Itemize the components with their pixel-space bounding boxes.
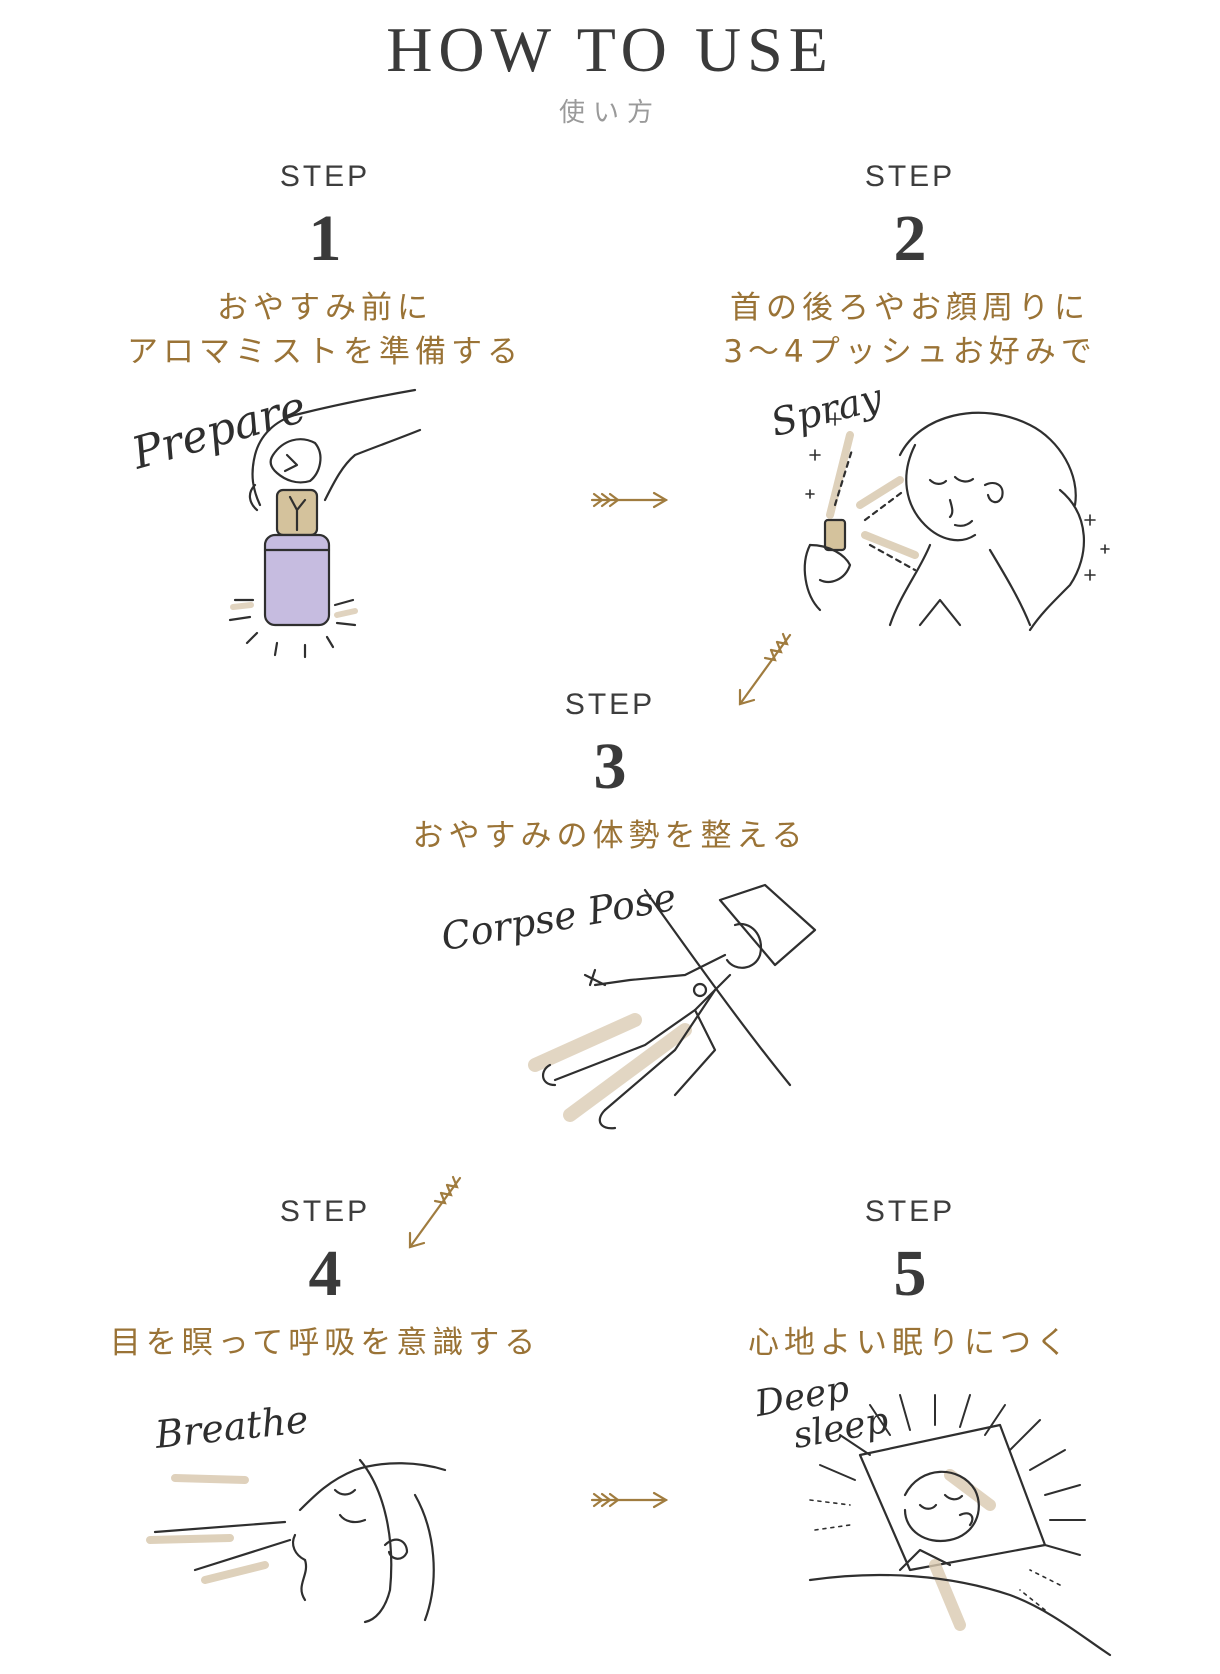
step-label: STEP xyxy=(864,1195,956,1228)
corpse-pose-illustration xyxy=(528,883,817,1130)
step-number: 5 xyxy=(893,1237,927,1310)
step-label: STEP xyxy=(564,688,656,721)
step-description: 心地よい眠りにつく xyxy=(700,1321,1120,1365)
step-number: 2 xyxy=(893,202,927,275)
page-title: HOW TO USE xyxy=(386,14,834,85)
step-description-line: おやすみ前に xyxy=(217,290,433,326)
step-description: おやすみの体勢を整える xyxy=(380,814,840,858)
spray-illustration xyxy=(803,411,1110,632)
step-description-line: アロマミストを準備する xyxy=(127,334,523,370)
prepare-illustration xyxy=(228,388,422,659)
step-2: STEP 2 首の後ろやお顔周りに 3〜4プッシュお好みで xyxy=(690,160,1130,374)
arrow-down-left-icon xyxy=(408,1175,462,1249)
arrow-right-icon xyxy=(590,1491,669,1509)
step-4: STEP 4 目を瞑って呼吸を意識する xyxy=(90,1195,560,1365)
step-label: STEP xyxy=(279,1195,371,1228)
step-description-line: 3〜4プッシュお好みで xyxy=(723,334,1097,370)
step-description: おやすみ前に アロマミストを準備する xyxy=(110,286,540,374)
arrow-down-left-icon xyxy=(738,632,792,706)
step-label: STEP xyxy=(279,160,371,193)
step-description: 首の後ろやお顔周りに 3〜4プッシュお好みで xyxy=(690,286,1130,374)
step-5: STEP 5 心地よい眠りにつく xyxy=(700,1195,1120,1365)
step-description-line: 首の後ろやお顔周りに xyxy=(730,290,1090,326)
step-number: 3 xyxy=(593,730,627,803)
step-description-line: 目を瞑って呼吸を意識する xyxy=(109,1325,541,1361)
step-description: 目を瞑って呼吸を意識する xyxy=(90,1321,560,1365)
step-description-line: 心地よい眠りにつく xyxy=(748,1325,1072,1361)
arrow-right-icon xyxy=(590,491,669,509)
step-1: STEP 1 おやすみ前に アロマミストを準備する xyxy=(110,160,540,374)
step-number: 4 xyxy=(308,1237,342,1310)
step-description-line: おやすみの体勢を整える xyxy=(412,818,808,854)
deep-sleep-illustration xyxy=(808,1394,1112,1657)
breathe-illustration xyxy=(146,1458,447,1624)
step-3: STEP 3 おやすみの体勢を整える xyxy=(380,688,840,858)
step-number: 1 xyxy=(308,202,342,275)
page-subtitle: 使い方 xyxy=(558,97,661,127)
step-label: STEP xyxy=(864,160,956,193)
